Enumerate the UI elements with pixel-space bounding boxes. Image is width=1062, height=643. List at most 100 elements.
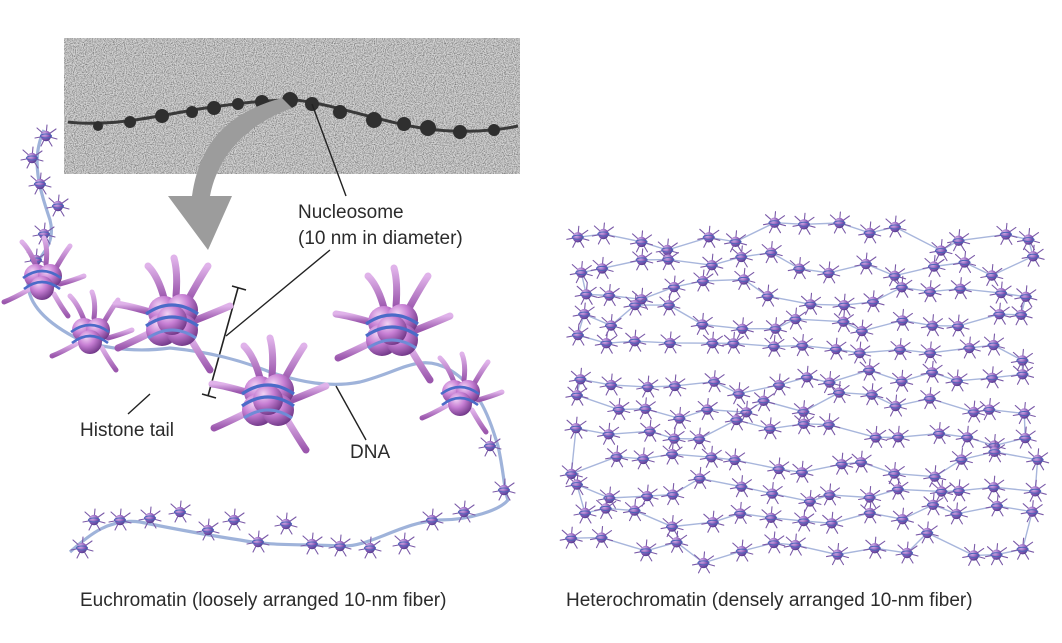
heterochromatin-nucleosome	[634, 539, 658, 562]
heterochromatin-nucleosome	[767, 373, 791, 396]
nucleosome-closeups	[4, 238, 502, 450]
heterochromatin-nucleosome	[667, 406, 691, 429]
heterochromatin-nucleosome	[623, 329, 647, 352]
heterochromatin-nucleosome	[798, 489, 822, 512]
heterochromatin-nucleosome	[752, 389, 776, 412]
heterochromatin-nucleosome	[883, 215, 907, 238]
heterochromatin-nucleosome	[977, 398, 1001, 421]
zoom-arrow	[168, 98, 292, 250]
euchromatin-caption: Euchromatin (loosely arranged 10-nm fibe…	[80, 590, 446, 611]
heterochromatin-nucleosome	[850, 319, 874, 342]
heterochromatin-nucleosome	[702, 370, 726, 393]
histone-tail-label: Histone tail	[80, 420, 174, 441]
heterochromatin-nucleosome	[987, 302, 1011, 325]
heterochromatin-nucleosome	[661, 483, 685, 506]
heterochromatin-nucleosome	[697, 225, 721, 248]
heterochromatin-nucleosome	[638, 419, 662, 442]
heterochromatin-nucleosome	[952, 250, 977, 273]
heterochromatin-nucleosome	[729, 475, 753, 498]
heterochromatin-nucleosome	[599, 373, 623, 396]
heterochromatin-nucleosome	[690, 312, 714, 335]
heterochromatin-nucleosome	[568, 367, 592, 390]
heterochromatin-nucleosome	[985, 494, 1009, 517]
heterochromatin-nucleosome	[695, 397, 719, 421]
heterochromatin-nucleosome	[691, 551, 716, 574]
heterochromatin-nucleosome	[1011, 537, 1035, 560]
heterochromatin-nucleosome	[827, 211, 851, 234]
heterochromatin-nucleosome	[981, 333, 1006, 356]
heterochromatin-fiber	[559, 211, 1050, 574]
histone-tail-leader-line	[127, 393, 151, 415]
heterochromatin-nucleosome	[888, 338, 912, 361]
heterochromatin-nucleosome	[798, 292, 823, 315]
heterochromatin-nucleosome	[817, 483, 842, 506]
heterochromatin-nucleosome	[944, 502, 968, 525]
heterochromatin-nucleosome	[566, 323, 590, 346]
heterochromatin-nucleosome	[783, 307, 807, 330]
nucleosome-pointer-line	[225, 249, 331, 337]
heterochromatin-nucleosome	[572, 302, 596, 325]
heterochromatin-nucleosome	[920, 360, 944, 383]
dna-label: DNA	[350, 442, 390, 463]
heterochromatin-nucleosome	[762, 531, 786, 554]
heterochromatin-nucleosome	[890, 369, 914, 392]
nucleosome-diameter-label: (10 nm in diameter)	[298, 228, 463, 249]
heterochromatin-nucleosome	[730, 539, 754, 562]
heterochromatin-nucleosome	[890, 308, 914, 331]
heterochromatin-nucleosome	[629, 230, 654, 253]
heterochromatin-nucleosome	[633, 397, 657, 420]
heterochromatin-nucleosome	[980, 263, 1004, 287]
heterochromatin-nucleosome	[863, 536, 887, 559]
heterochromatin-nucleosome	[927, 421, 951, 445]
heterochromatin-nucleosome	[605, 445, 629, 468]
heterochromatin-nucleosome	[573, 501, 597, 524]
heterochromatin-nucleosome	[599, 313, 623, 337]
heterochromatin-nucleosome	[994, 222, 1018, 245]
heterochromatin-nucleosome	[569, 261, 593, 284]
heterochromatin-nucleosome	[1020, 500, 1044, 523]
heterochromatin-nucleosome	[760, 482, 784, 505]
heterochromatin-nucleosome	[857, 358, 881, 381]
heterochromatin-nucleosome	[1021, 244, 1045, 267]
heterochromatin-caption: Heterochromatin (densely arranged 10-nm …	[566, 590, 973, 611]
heterochromatin-nucleosome	[890, 507, 914, 530]
heterochromatin-nucleosome	[732, 267, 756, 290]
heterochromatin-nucleosome	[882, 462, 906, 485]
heterochromatin-nucleosome	[688, 466, 712, 489]
heterochromatin-nucleosome	[948, 277, 972, 300]
heterochromatin-nucleosome	[574, 282, 598, 305]
heterochromatin-nucleosome	[1016, 228, 1041, 251]
heterochromatin-nucleosome	[723, 230, 748, 253]
heterochromatin-nucleosome	[858, 501, 882, 524]
heterochromatin-nucleosome	[728, 501, 752, 524]
heterochromatin-nucleosome	[984, 543, 1009, 566]
heterochromatin-nucleosome	[756, 284, 780, 307]
heterochromatin-nucleosome	[767, 457, 791, 480]
heterochromatin-nucleosome	[795, 365, 819, 388]
heterochromatin-nucleosome	[858, 221, 882, 244]
heterochromatin-nucleosome	[701, 510, 725, 533]
heterochromatin-nucleosome	[727, 382, 751, 405]
heterochromatin-nucleosome	[759, 241, 783, 264]
nucleosome-leader-line	[311, 103, 347, 197]
heterochromatin-nucleosome	[918, 387, 942, 410]
heterochromatin-nucleosome	[564, 416, 588, 439]
heterochromatin-nucleosome	[861, 290, 885, 313]
heterochromatin-nucleosome	[660, 442, 684, 465]
heterochromatin-nucleosome	[825, 543, 850, 566]
heterochromatin-nucleosome	[591, 222, 615, 245]
heterochromatin-nucleosome	[849, 450, 873, 473]
heterochromatin-nucleosome	[921, 493, 945, 516]
nucleosome-label: Nucleosome	[298, 202, 404, 223]
heterochromatin-nucleosome	[762, 211, 787, 234]
heterochromatin-nucleosome	[787, 257, 811, 280]
heterochromatin-nucleosome	[790, 334, 814, 357]
heterochromatin-nucleosome	[590, 256, 614, 279]
heterochromatin-nucleosome	[982, 475, 1006, 498]
heterochromatin-nucleosome	[949, 448, 973, 471]
electron-micrograph	[64, 38, 520, 174]
heterochromatin-nucleosome	[662, 275, 686, 298]
diameter-scale-bar	[201, 285, 247, 399]
dna-leader-line	[335, 385, 367, 441]
